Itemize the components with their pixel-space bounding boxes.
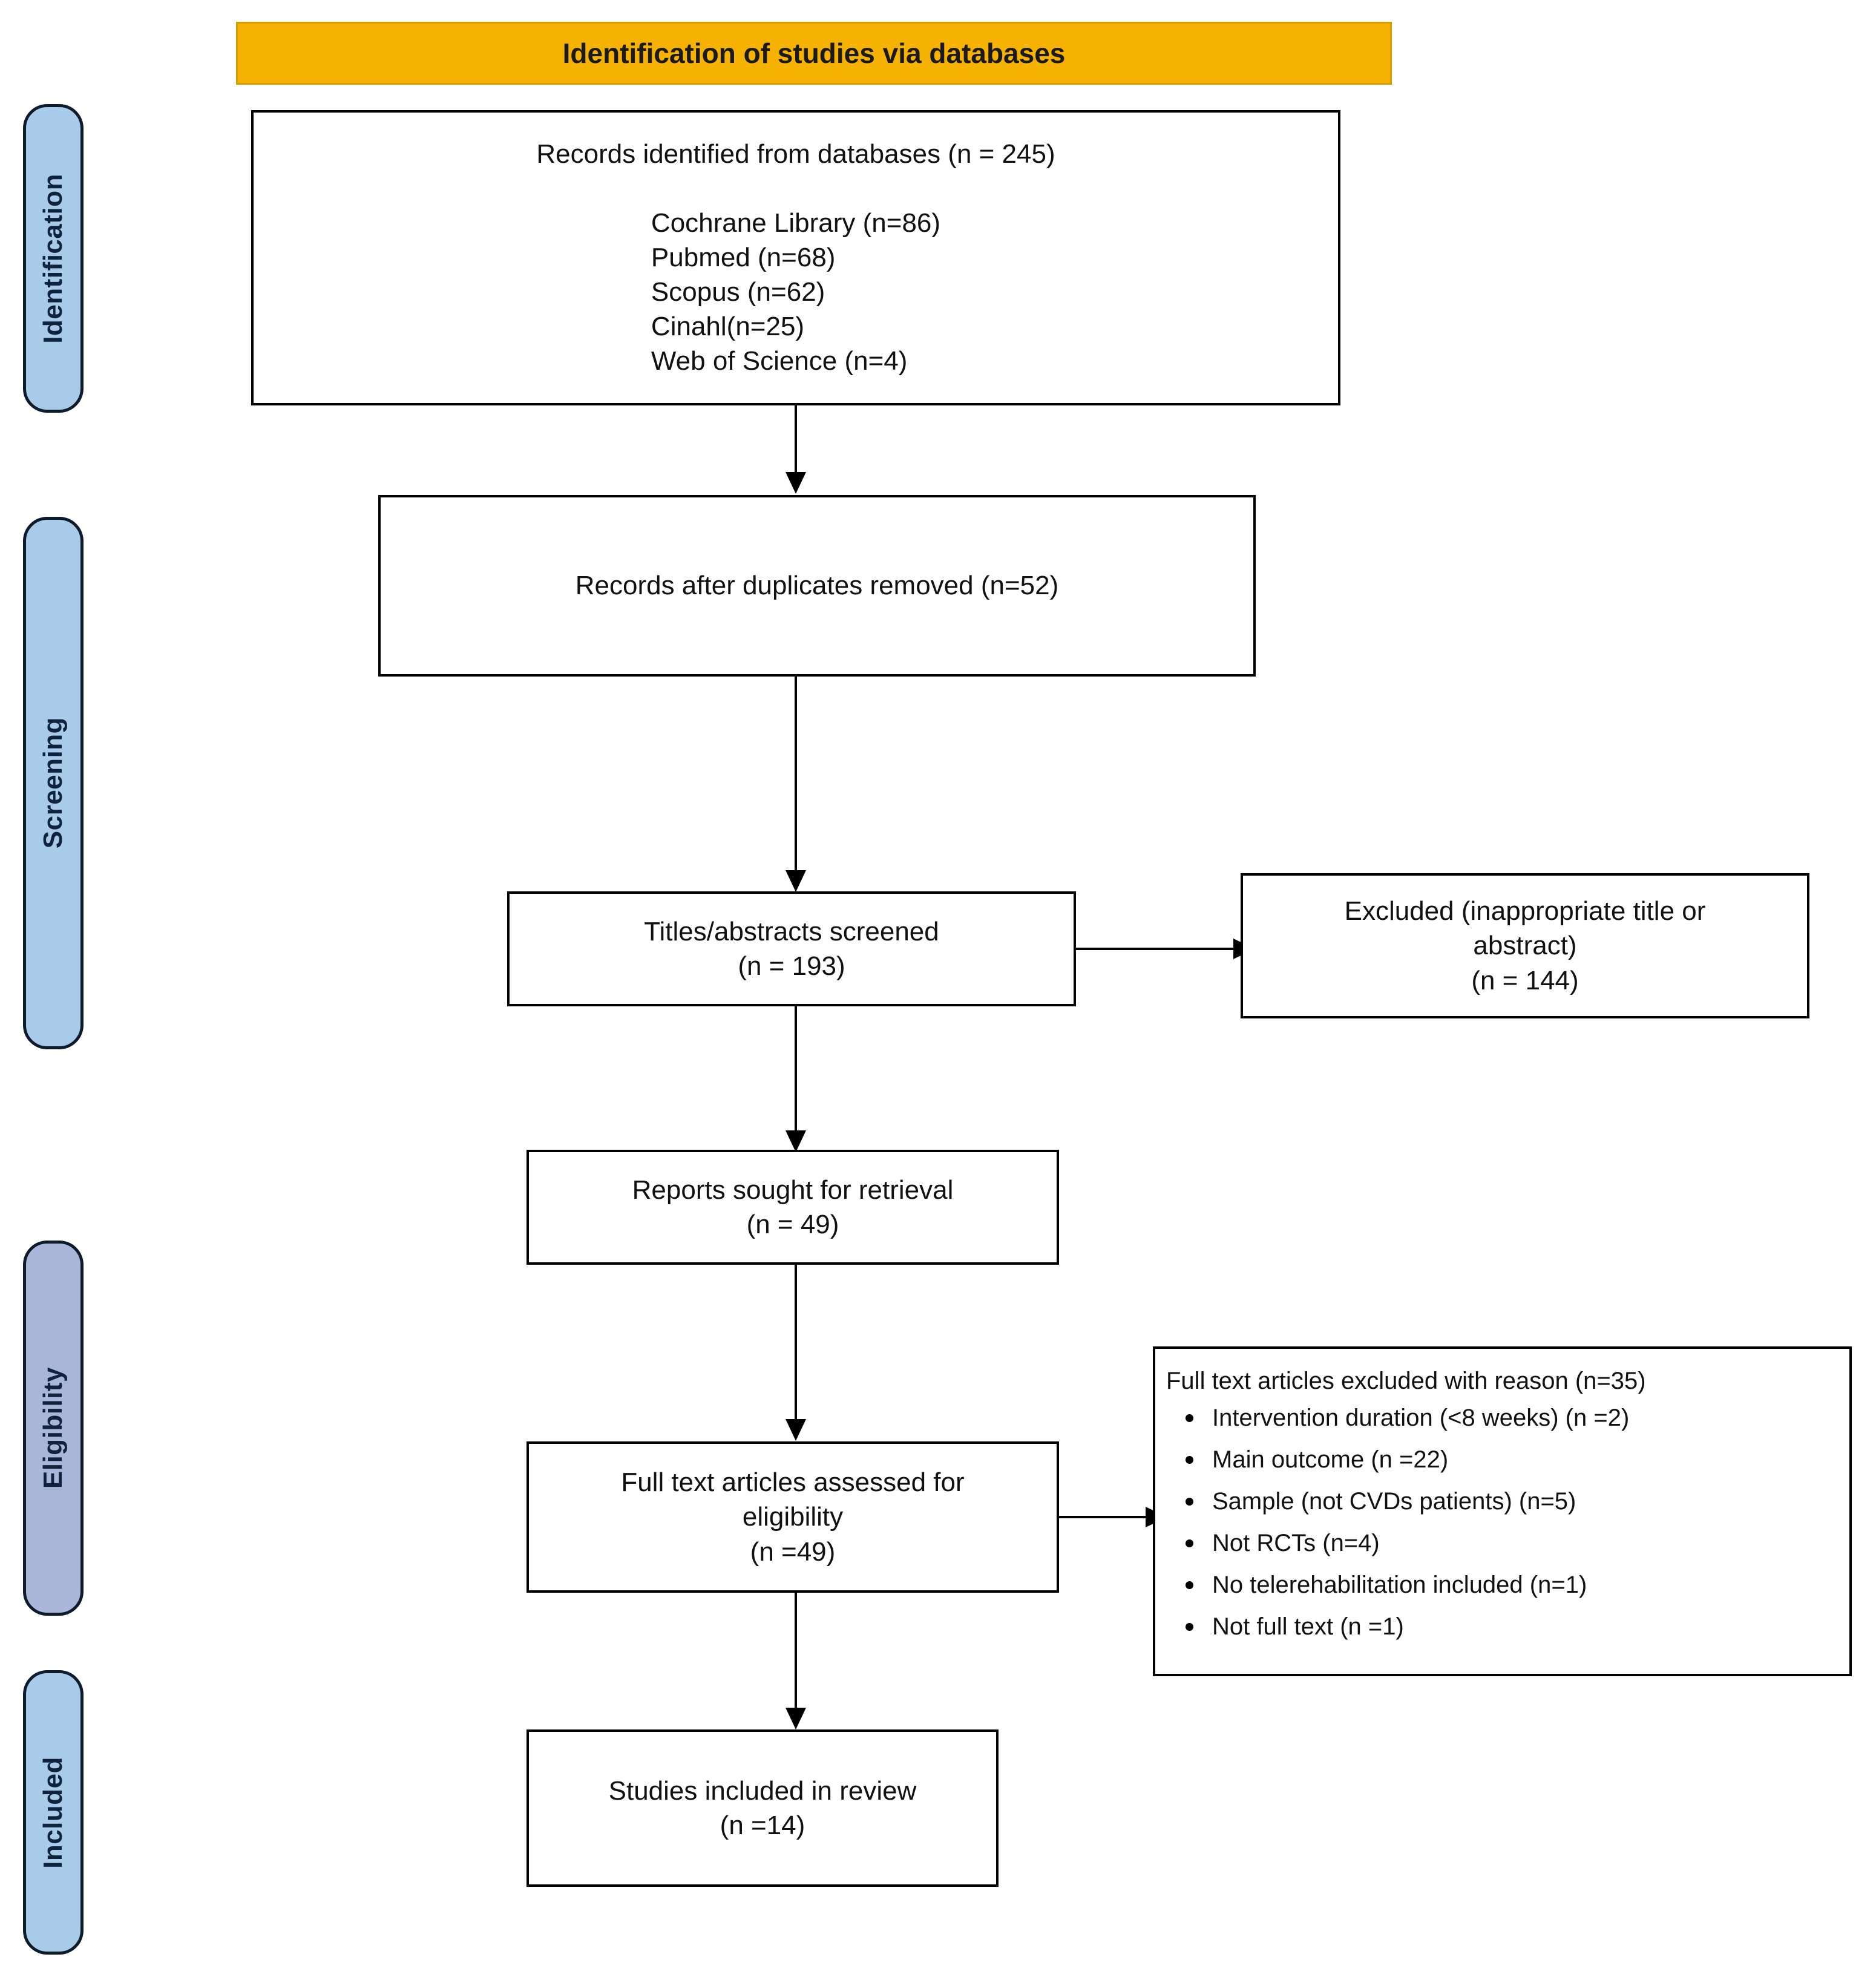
connector-assessed-to-included [795,1593,797,1723]
source-cinahl: Cinahl(n=25) [651,312,805,342]
sought-label: Reports sought for retrieval [632,1175,954,1205]
box-fulltext-excluded-reasons: Full text articles excluded with reason … [1153,1346,1852,1676]
diagram-banner: Identification of studies via databases [236,22,1392,85]
assessed-line2: eligibility [742,1502,844,1532]
stage-label-screening: Screening [38,717,68,849]
database-source-list: Cochrane Library (n=86) Pubmed (n=68) Sc… [651,206,940,379]
excluded-screening-line1: Excluded (inappropriate title or [1344,896,1706,926]
source-web-of-science: Web of Science (n=4) [651,346,908,376]
stage-pill-included: Included [23,1670,84,1955]
arrowhead-identified-to-duplicates [785,472,806,494]
arrowhead-duplicates-to-screened [785,870,806,892]
connector-screened-to-excluded [1076,948,1236,950]
box-records-identified: Records identified from databases (n = 2… [251,110,1340,405]
box-excluded-title-abstract: Excluded (inappropriate title or abstrac… [1241,873,1809,1018]
source-cochrane: Cochrane Library (n=86) [651,208,941,238]
stage-pill-eligibility: Eligibility [23,1241,84,1616]
source-pubmed: Pubmed (n=68) [651,242,836,272]
fulltext-exclusion-reason-list: Intervention duration (<8 weeks) (n =2) … [1166,1402,1629,1653]
connector-identified-to-duplicates [795,405,797,484]
arrowhead-sought-to-assessed [785,1419,806,1441]
records-identified-heading: Records identified from databases (n = 2… [536,139,1055,169]
reason-sample-not-cvds: Sample (not CVDs patients) (n=5) [1185,1486,1629,1517]
fulltext-excluded-title: Full text articles excluded with reason … [1166,1368,1646,1394]
reason-intervention-duration: Intervention duration (<8 weeks) (n =2) [1185,1402,1629,1434]
duplicates-removed-text: Records after duplicates removed (n=52) [575,571,1059,601]
screened-label: Titles/abstracts screened [644,916,939,946]
assessed-line1: Full text articles assessed for [621,1467,965,1498]
included-label: Studies included in review [608,1775,917,1806]
connector-screened-to-sought [795,1006,797,1146]
reason-not-full-text: Not full text (n =1) [1185,1611,1629,1642]
reason-main-outcome: Main outcome (n =22) [1185,1444,1629,1475]
excluded-screening-count: (n = 144) [1471,965,1579,995]
box-duplicates-removed: Records after duplicates removed (n=52) [378,495,1256,677]
stage-label-identification: Identification [38,173,68,344]
arrowhead-assessed-to-included [785,1708,806,1729]
box-studies-included: Studies included in review (n =14) [526,1729,999,1887]
screened-count: (n = 193) [738,951,845,981]
source-scopus: Scopus (n=62) [651,277,825,307]
box-fulltext-assessed: Full text articles assessed for eligibil… [526,1441,1059,1593]
included-count: (n =14) [720,1811,805,1840]
reason-not-rcts: Not RCTs (n=4) [1185,1527,1629,1559]
stage-pill-screening: Screening [23,517,84,1049]
connector-sought-to-assessed [795,1265,797,1434]
banner-title: Identification of studies via databases [562,38,1066,69]
stage-pill-identification: Identification [23,104,84,413]
assessed-count: (n =49) [750,1536,836,1567]
stage-label-eligibility: Eligibility [38,1367,68,1489]
stage-label-included: Included [38,1756,68,1869]
reason-no-telerehabilitation: No telerehabilitation included (n=1) [1185,1569,1629,1601]
excluded-screening-line2: abstract) [1473,931,1577,961]
box-reports-sought: Reports sought for retrieval (n = 49) [526,1150,1059,1265]
connector-duplicates-to-screened [795,677,797,885]
box-titles-abstracts-screened: Titles/abstracts screened (n = 193) [507,891,1076,1006]
sought-count: (n = 49) [746,1210,839,1239]
arrowhead-screened-to-sought [785,1130,806,1152]
connector-assessed-to-excluded-fulltext [1059,1516,1149,1518]
